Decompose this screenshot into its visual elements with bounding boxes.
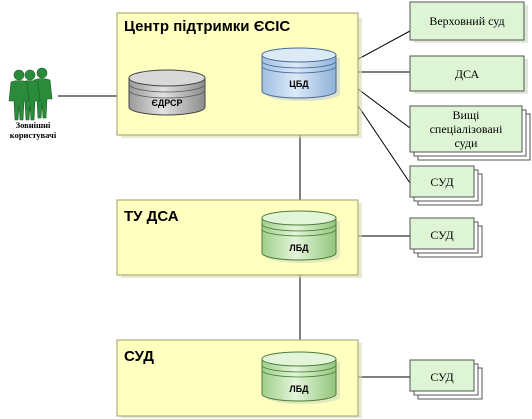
- node-dsa-label: ДСА: [455, 67, 480, 81]
- database-cbd-label: ЦБД: [289, 79, 309, 89]
- database-edrsr-label: ЄДРСР: [151, 98, 182, 108]
- node-specialized-courts-line2: спеціалізовані: [430, 122, 504, 136]
- container-support-center-title: Центр підтримки ЄСІС: [124, 18, 290, 35]
- database-cbd[interactable]: ЦБД: [261, 47, 340, 101]
- node-specialized-courts-line1: Вищі: [453, 108, 481, 122]
- database-lbd-court-label: ЛБД: [289, 384, 309, 394]
- node-courts-tu-label: СУД: [430, 228, 453, 242]
- node-specialized-courts[interactable]: Вищі спеціалізовані суди: [409, 105, 531, 161]
- node-courts-center-label: СУД: [430, 175, 453, 189]
- node-supreme-court-label: Верховний суд: [429, 14, 504, 28]
- external-users-label-line1: Зовнішні: [16, 120, 51, 130]
- external-users-icon[interactable]: [8, 67, 53, 121]
- container-court-title: СУД: [124, 348, 154, 365]
- database-lbd-court[interactable]: ЛБД: [261, 351, 340, 404]
- node-courts-local[interactable]: СУД: [409, 359, 483, 400]
- node-courts-local-label: СУД: [430, 370, 453, 384]
- external-users-label-line2: користувачі: [10, 130, 57, 140]
- database-edrsr[interactable]: ЄДРСР: [128, 69, 206, 116]
- node-specialized-courts-line3: суди: [455, 136, 479, 150]
- database-lbd-tu[interactable]: ЛБД: [261, 210, 340, 263]
- container-tu-dsa-title: ТУ ДСА: [124, 208, 179, 225]
- node-supreme-court[interactable]: Верховний суд: [409, 1, 528, 43]
- node-courts-center[interactable]: СУД: [409, 165, 483, 206]
- database-lbd-tu-label: ЛБД: [289, 243, 309, 253]
- node-courts-tu[interactable]: СУД: [409, 217, 483, 258]
- node-dsa[interactable]: ДСА: [409, 55, 528, 94]
